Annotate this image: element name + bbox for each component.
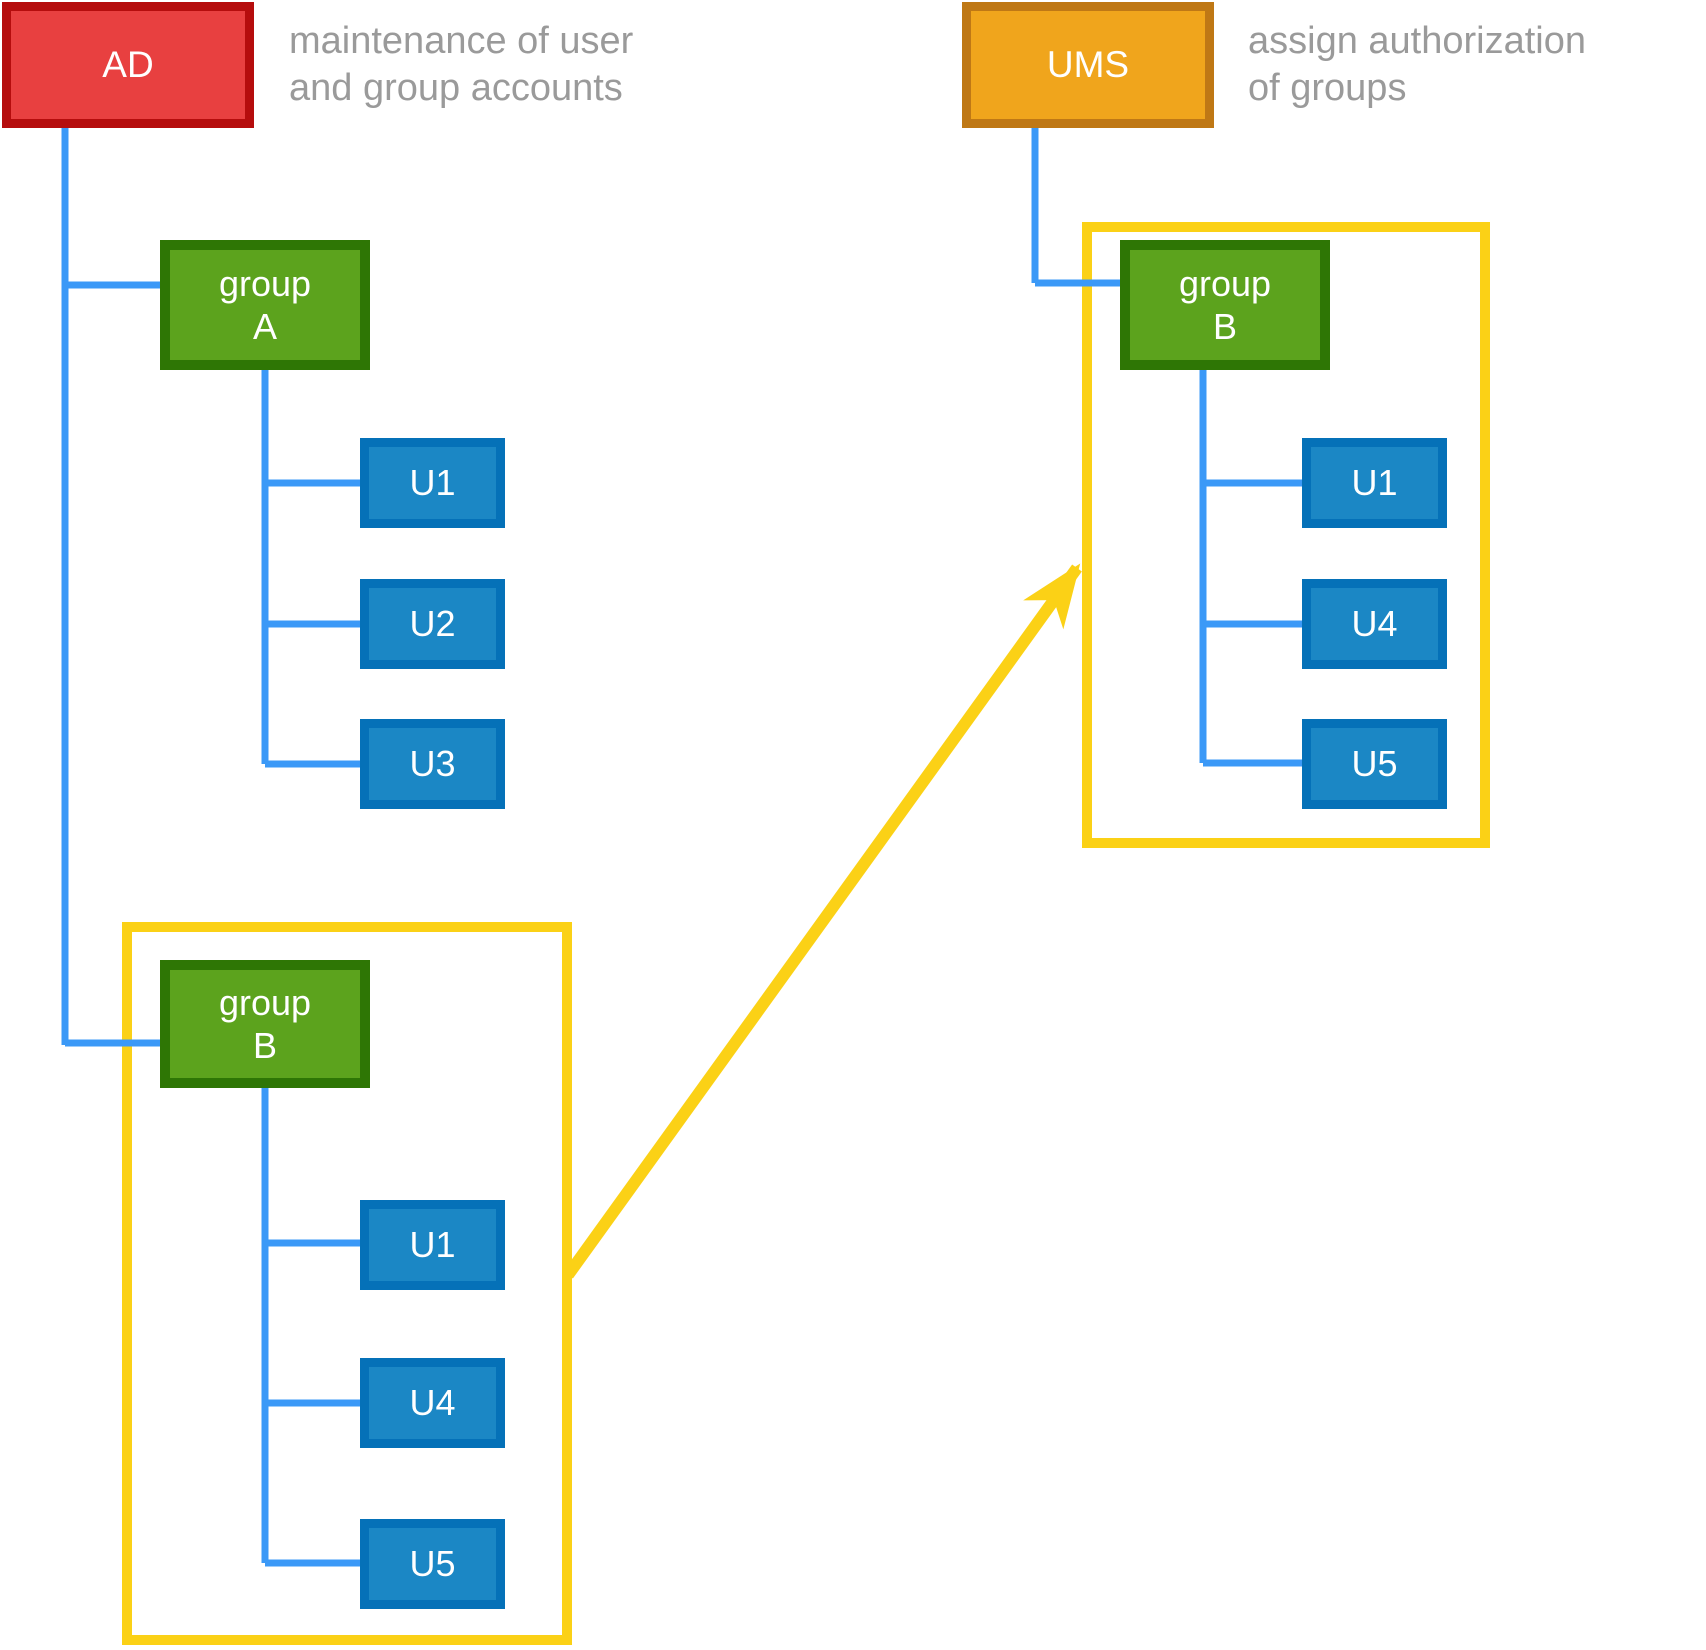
ums-box: UMS	[962, 2, 1214, 128]
user-box-u5-group-b-right: U5	[1302, 719, 1447, 809]
user-box-u1-group-b-left: U1	[360, 1200, 505, 1290]
user-box-u5-group-b-left: U5	[360, 1519, 505, 1609]
highlight-rect-group-b-right	[1082, 222, 1490, 848]
user-box-u2-group-a: U2	[360, 579, 505, 669]
user-box-u1-group-b-right: U1	[1302, 438, 1447, 528]
sync-arrow	[563, 563, 1082, 1279]
highlight-rect-group-b-left	[122, 922, 572, 1645]
group-a-box: group A	[160, 240, 370, 370]
user-box-u4-group-b-right: U4	[1302, 579, 1447, 669]
user-box-u4-group-b-left: U4	[360, 1358, 505, 1448]
ad-box: AD	[2, 2, 254, 128]
group-b-right-box: group B	[1120, 240, 1330, 370]
blue-tree-connectors	[61, 126, 1302, 1567]
group-b-left-box: group B	[160, 960, 370, 1088]
user-box-u3-group-a: U3	[360, 719, 505, 809]
user-box-u1-group-a: U1	[360, 438, 505, 528]
ad-caption: maintenance of user and group accounts	[289, 20, 634, 109]
ums-caption: assign authorization of groups	[1248, 20, 1586, 109]
